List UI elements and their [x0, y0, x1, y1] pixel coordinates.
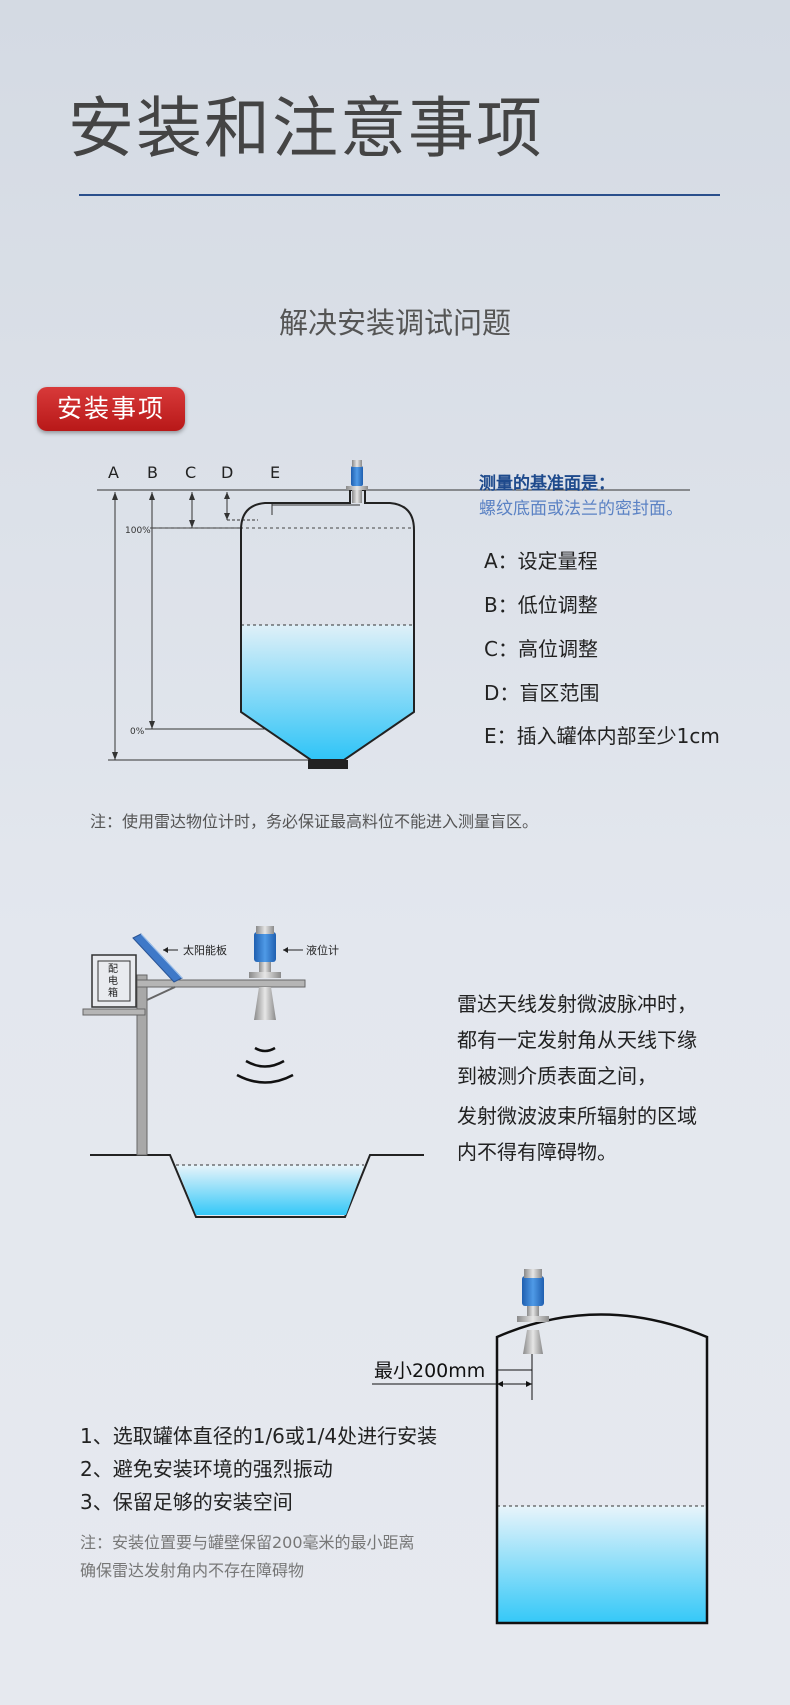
- legend-item-d: D：盲区范围: [484, 681, 600, 705]
- para1-line-1: 雷达天线发射微波脉冲时，: [457, 992, 697, 1016]
- letter-d: D: [221, 463, 233, 482]
- page-title: 安装和注意事项: [68, 90, 544, 167]
- box-label-2: 电: [108, 974, 118, 987]
- min-distance-label: 最小200mm: [374, 1360, 485, 1382]
- section3-note-line-2: 确保雷达发射角内不存在障碍物: [80, 1561, 305, 1580]
- section1-note: 注：使用雷达物位计时，务必保证最高料位不能进入测量盲区。: [90, 812, 539, 831]
- letter-a: A: [108, 463, 119, 482]
- radar-sensor-large: [517, 1269, 549, 1354]
- section-badge: 安装事项: [37, 387, 185, 431]
- tank-base: [308, 760, 348, 769]
- para2-line-2: 内不得有障碍物。: [457, 1140, 617, 1164]
- page-subtitle: 解决安装调试问题: [278, 306, 511, 340]
- radar-gauge: [249, 926, 281, 1020]
- para1-line-3: 到被测介质表面之间，: [457, 1064, 657, 1088]
- letter-c: C: [185, 463, 196, 482]
- tank2-liquid: [497, 1506, 707, 1623]
- tank-liquid: [241, 625, 414, 760]
- box-label-3: 箱: [108, 986, 118, 999]
- section2-paragraph-2: 发射微波波束所辐射的区域 内不得有障碍物。: [457, 1102, 697, 1166]
- pct-100-label: 100%: [125, 526, 151, 536]
- pole: [136, 974, 148, 1156]
- crossarm: [136, 979, 306, 988]
- pit-liquid: [176, 1165, 364, 1215]
- install-list-item-1: 1、选取罐体直径的1/6或1/4处进行安装: [80, 1424, 438, 1448]
- legend-item-e: E：插入罐体内部至少1cm: [484, 724, 720, 748]
- solar-installation-diagram: 配 电 箱 太阳能板 液位计: [82, 926, 424, 1218]
- tank-outline: [240, 489, 415, 761]
- distribution-box: [91, 954, 137, 1008]
- legend-item-a: A：设定量程: [484, 549, 598, 573]
- letter-b: B: [147, 463, 158, 482]
- legend-item-c: C：高位调整: [484, 637, 598, 661]
- para1-line-2: 都有一定发射角从天线下缘: [457, 1028, 697, 1052]
- letter-e: E: [270, 463, 280, 482]
- reference-title: 测量的基准面是：: [479, 474, 615, 494]
- title-divider: [79, 194, 720, 196]
- label-gauge: 液位计: [306, 943, 339, 957]
- ground-line: [90, 1154, 424, 1218]
- pct-0-label: 0%: [130, 727, 145, 737]
- microwave-waves: [236, 1046, 294, 1084]
- tank-measurement-diagram: A B C D E 100% 0%: [97, 460, 690, 769]
- tank2-outline: [495, 1313, 709, 1625]
- section2-paragraph-1: 雷达天线发射微波脉冲时， 都有一定发射角从天线下缘 到被测介质表面之间，: [457, 990, 697, 1090]
- tank-clearance-diagram: 最小200mm: [372, 1269, 709, 1625]
- reference-text: 螺纹底面或法兰的密封面。: [479, 499, 683, 519]
- label-solar: 太阳能板: [183, 943, 227, 957]
- legend-item-b: B：低位调整: [484, 593, 598, 617]
- radar-sensor-small: [346, 460, 368, 503]
- box-label-1: 配: [108, 963, 118, 975]
- section3-note-line-1: 注：安装位置要与罐壁保留200毫米的最小距离: [80, 1533, 415, 1552]
- install-list-item-2: 2、避免安装环境的强烈振动: [80, 1457, 333, 1481]
- para2-line-1: 发射微波波束所辐射的区域: [457, 1104, 697, 1128]
- install-list-item-3: 3、保留足够的安装空间: [80, 1490, 293, 1514]
